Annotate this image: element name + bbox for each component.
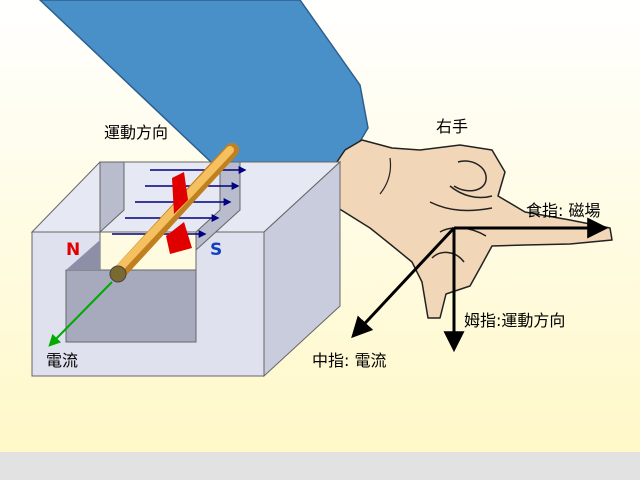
current-arrow: [48, 281, 113, 347]
thumb-label: 姆指:運動方向: [464, 311, 566, 330]
rod-end: [109, 265, 127, 283]
motion-direction-label: 運動方向: [104, 123, 169, 142]
footer-bar: [0, 452, 640, 480]
force-arrow-lower: [166, 222, 192, 254]
middle-finger-label: 中指: 電流: [312, 351, 387, 370]
middle-finger-arrow: [351, 226, 456, 339]
current-label: 電流: [46, 351, 79, 370]
conductor-rod-highlight: [112, 146, 234, 276]
north-pole-label: N: [66, 240, 81, 260]
south-pole-label: S: [210, 240, 223, 260]
right-hand-label: 右手: [436, 117, 469, 136]
index-finger-label: 食指: 磁場: [526, 201, 601, 220]
force-arrow-upper: [172, 172, 188, 214]
